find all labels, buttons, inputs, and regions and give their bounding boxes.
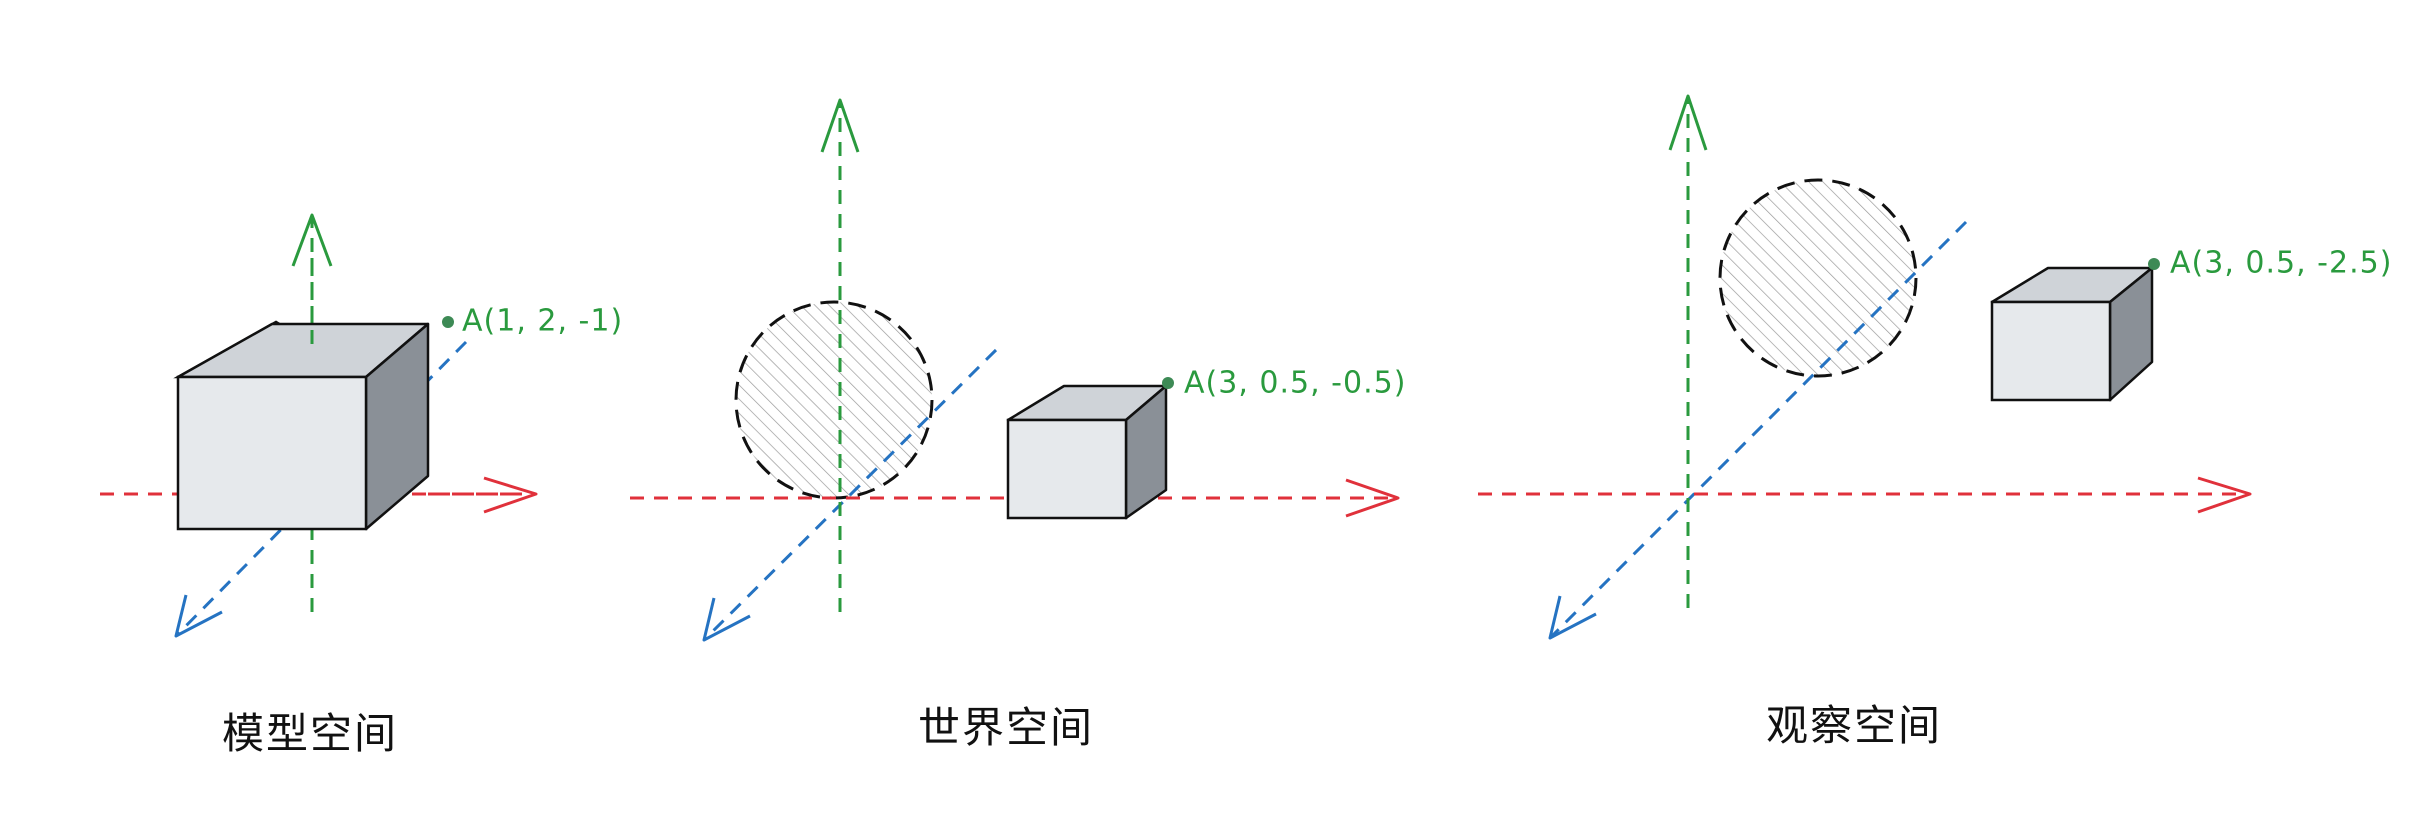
- panel-title-model-space: 模型空间: [222, 709, 399, 758]
- point-a: [2148, 258, 2160, 270]
- y-axis: [820, 98, 860, 612]
- panel-title-world-space: 世界空间: [918, 703, 1095, 752]
- x-axis-arrowhead: [2197, 476, 2252, 514]
- sphere-hatched: [734, 300, 934, 500]
- panel-model-space: A(1, 2, -1): [100, 213, 623, 638]
- panel-view-space: A(3, 0.5, -2.5): [1478, 94, 2392, 640]
- y-axis-arrowhead: [291, 213, 333, 267]
- point-a: [442, 316, 454, 328]
- z-axis-arrowhead: [702, 597, 751, 642]
- x-axis-arrowhead: [1345, 478, 1400, 518]
- z-axis: [702, 348, 998, 642]
- cube-front-face: [1006, 418, 1128, 520]
- panel-world-space: A(3, 0.5, -0.5): [630, 98, 1406, 642]
- point-a-label: A(3, 0.5, -0.5): [1184, 366, 1406, 401]
- cube: [1990, 266, 2154, 402]
- y-axis: [1668, 94, 1708, 608]
- cube: [173, 320, 430, 531]
- z-axis: [1548, 220, 1968, 640]
- panel-title-view-space: 观察空间: [1766, 701, 1943, 750]
- x-axis: [1478, 476, 2252, 514]
- z-axis-arrowhead: [174, 594, 223, 638]
- z-axis-arrowhead: [1548, 595, 1597, 640]
- cube-front-face: [176, 375, 368, 531]
- cube-front-face: [1990, 300, 2112, 402]
- point-a-label: A(3, 0.5, -2.5): [2170, 246, 2392, 281]
- x-axis-arrowhead: [483, 476, 538, 514]
- z-axis: [174, 340, 468, 638]
- sphere-hatched: [1718, 178, 1918, 378]
- point-a-label: A(1, 2, -1): [462, 304, 623, 339]
- y-axis-arrowhead: [1668, 94, 1708, 151]
- y-axis-arrowhead: [820, 98, 860, 153]
- cube: [1006, 384, 1168, 520]
- point-a: [1162, 377, 1174, 389]
